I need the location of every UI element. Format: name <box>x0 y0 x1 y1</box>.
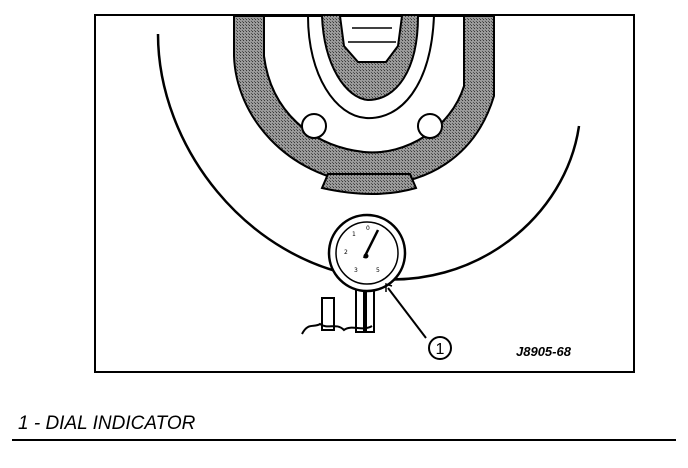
dial-gauge: 1 0 2 3 5 <box>327 213 407 293</box>
svg-text:0: 0 <box>366 225 370 232</box>
svg-text:1: 1 <box>352 231 356 238</box>
legend-divider <box>12 439 676 441</box>
dial-indicator-illustration: 1 0 2 3 5 1 J8905-68 <box>156 16 581 360</box>
bolt-hole-right <box>417 113 443 139</box>
figure-id: J8905-68 <box>516 344 572 359</box>
gauge-needle <box>362 229 380 259</box>
center-recess-outer <box>307 16 435 120</box>
hub-lower-segment <box>320 173 418 195</box>
svg-text:2: 2 <box>344 249 348 256</box>
figure-frame: 1 0 2 3 5 1 J8905-68 <box>94 14 635 373</box>
callout-circle <box>428 336 452 360</box>
svg-text:5: 5 <box>376 267 380 274</box>
callout-leader <box>387 287 427 339</box>
legend-caption: 1 - DIAL INDICATOR <box>18 413 196 434</box>
callout-number: 1 <box>436 341 445 358</box>
bolt-hole-left <box>301 113 327 139</box>
svg-text:3: 3 <box>354 267 358 274</box>
